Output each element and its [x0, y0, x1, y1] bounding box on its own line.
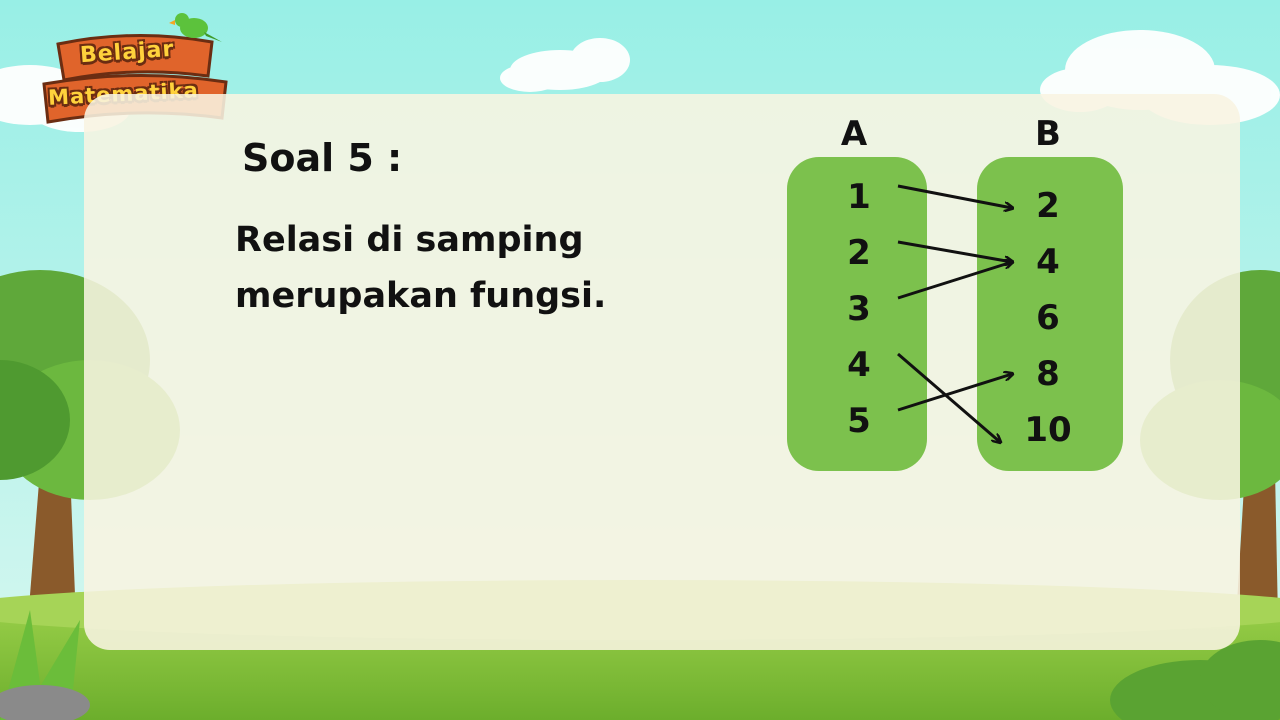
bush-right [1110, 640, 1280, 720]
set-b-element: 8 [1036, 354, 1060, 394]
set-a-element: 5 [847, 401, 871, 441]
set-a-element: 4 [847, 345, 871, 385]
set-b-element: 6 [1036, 298, 1060, 338]
set-a-label: A [840, 114, 868, 154]
set-b-element: 10 [1024, 410, 1072, 450]
set-a-element: 1 [847, 177, 871, 217]
set-b-element: 2 [1036, 186, 1060, 226]
plant-left [0, 610, 90, 720]
parrot-icon [169, 13, 222, 42]
set-b-element: 4 [1036, 242, 1060, 282]
set-a-element: 3 [847, 289, 871, 329]
cloud-center [500, 38, 630, 92]
question-title: Soal 5 : [242, 136, 403, 180]
question-statement: Relasi di samping merupakan fungsi. [235, 220, 607, 316]
set-b-label: B [1035, 114, 1061, 154]
set-a-element: 2 [847, 233, 871, 273]
